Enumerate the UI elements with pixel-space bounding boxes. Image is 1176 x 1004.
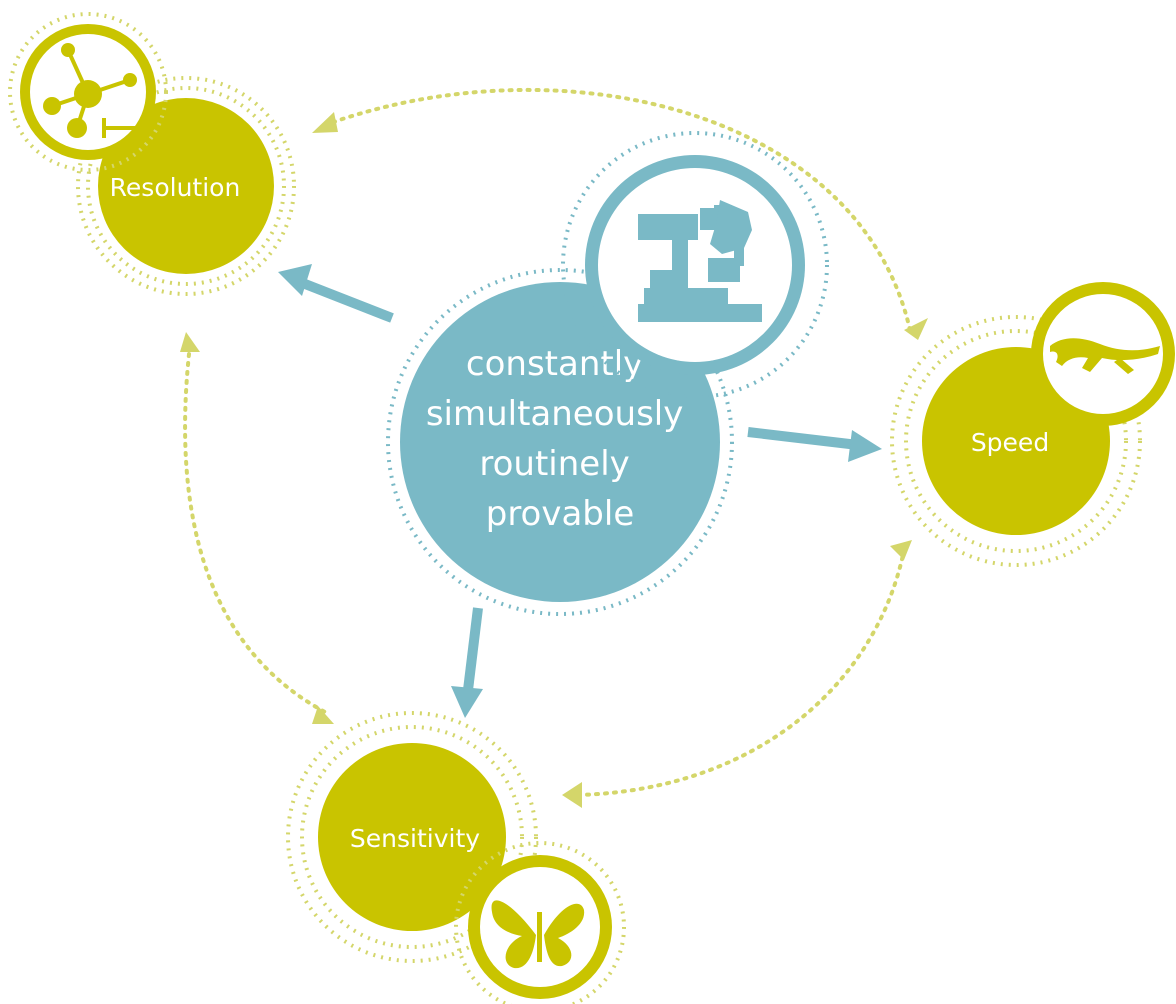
sensitivity-dotted-ring-outer <box>286 711 538 963</box>
svg-text:constantly simultaneousl: constantly simultaneously routinely prov… <box>426 344 694 534</box>
cheetah-icon <box>1050 338 1160 374</box>
resolution-dotted-ring-outer <box>76 76 296 296</box>
center-bubble: constantly simultaneously routinely prov… <box>386 268 734 616</box>
center-arrows <box>278 264 882 718</box>
resolution-icon-dotted-ring <box>8 12 168 172</box>
center-line-3: routinely <box>479 444 629 484</box>
arrow-to-speed-shaft <box>747 427 859 450</box>
microscope-icon <box>638 200 762 322</box>
connector-resolution-sensitivity <box>183 343 327 714</box>
arrow-to-resolution-shaft <box>298 277 394 323</box>
arrow-to-sensitivity-head <box>451 686 483 718</box>
sensitivity-icon-bubble <box>454 841 626 1004</box>
resolution-dotted-ring-inner <box>86 86 286 286</box>
center-dotted-ring <box>386 268 734 616</box>
sensitivity-label: Sensitivity <box>350 824 480 853</box>
arrowhead-resolution-top <box>312 112 338 133</box>
center-line-1: constantly <box>466 344 643 384</box>
speed-dotted-ring-inner <box>904 329 1128 553</box>
arrowhead-speed-bottom <box>890 540 912 560</box>
resolution-icon-bubble <box>8 12 168 172</box>
molecule-icon <box>43 43 148 138</box>
butterfly-icon <box>491 900 585 969</box>
node-sensitivity: Sensitivity <box>286 711 538 963</box>
sensitivity-icon-dotted-ring <box>454 841 626 1004</box>
center-line-4: provable <box>486 494 635 534</box>
arrow-to-resolution-head <box>278 264 312 296</box>
connector-arrowheads <box>180 112 928 808</box>
arrow-to-speed-head <box>848 430 882 462</box>
connector-speed-resolution <box>323 87 912 332</box>
speed-label: Speed <box>971 428 1049 457</box>
resolution-label: Resolution <box>110 173 241 202</box>
connector-sensitivity-speed <box>576 543 907 797</box>
arrow-to-sensitivity-shaft <box>463 607 483 691</box>
arrowhead-speed-top <box>904 318 928 340</box>
arrowhead-resolution-bottom <box>180 332 200 352</box>
arrowhead-sensitivity-left <box>312 706 334 724</box>
sensitivity-dotted-ring-inner <box>300 725 524 949</box>
microscope-inner-disc <box>598 168 792 362</box>
cycle-connectors <box>183 87 912 797</box>
arrowhead-sensitivity-right <box>562 782 582 808</box>
speed-dotted-ring-outer <box>890 315 1142 567</box>
node-resolution: Resolution <box>76 76 296 296</box>
center-circle <box>400 282 720 602</box>
microscope-dotted-ring <box>561 131 829 399</box>
speed-icon-bubble <box>1031 282 1175 426</box>
center-line-2: simultaneously <box>426 394 684 434</box>
microscope-bubble <box>561 131 829 399</box>
sensitivity-circle <box>318 743 506 931</box>
resolution-circle <box>98 98 274 274</box>
